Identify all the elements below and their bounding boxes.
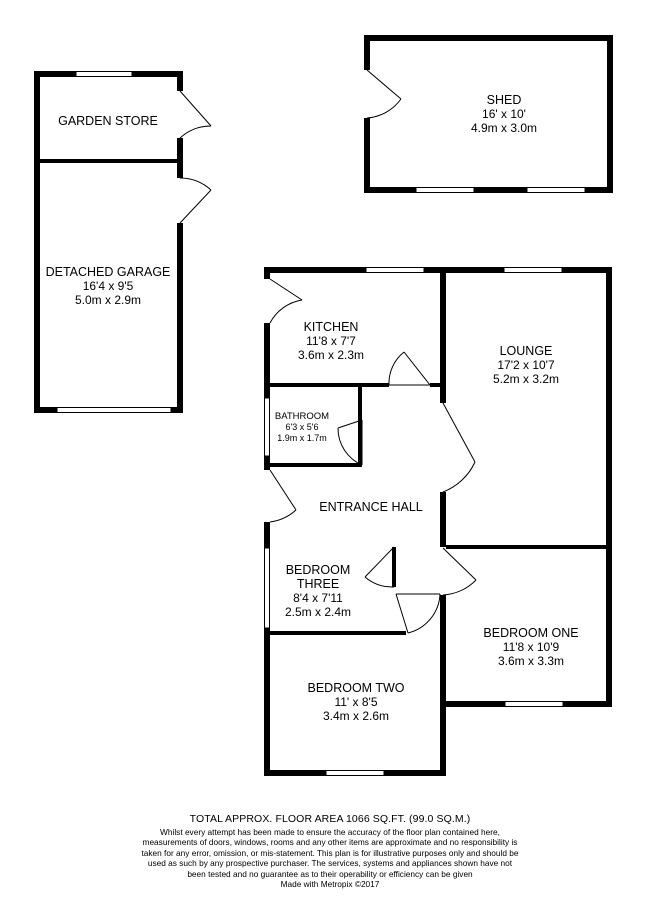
room-name: ENTRANCE HALL: [319, 500, 423, 514]
room-dim-imperial: 8'4 x 7'11: [293, 591, 343, 605]
shed-door: [366, 69, 402, 119]
room-name: BEDROOM ONE: [483, 626, 578, 640]
room-label-shed: SHED 16' x 10' 4.9m x 3.0m: [471, 93, 537, 135]
room-dim-metric: 5.0m x 2.9m: [75, 293, 141, 307]
room-name: DETACHED GARAGE: [46, 265, 171, 279]
room-label-bedroom-two: BEDROOM TWO 11' x 8'5 3.4m x 2.6m: [308, 681, 405, 723]
room-name: GARDEN STORE: [58, 114, 158, 128]
shed-windows: [415, 187, 586, 193]
room-dim-metric: 5.2m x 3.2m: [493, 372, 559, 386]
room-label-lounge: LOUNGE 17'2 x 10'7 5.2m x 3.2m: [493, 344, 559, 386]
room-dim-metric: 3.6m x 3.3m: [498, 654, 564, 668]
room-name: SHED: [487, 93, 522, 107]
made-with-credit: Made with Metropix ©2017: [280, 879, 380, 890]
room-dim-imperial: 17'2 x 10'7: [497, 358, 555, 372]
room-dim-metric: 3.4m x 2.6m: [323, 709, 389, 723]
room-label-garage: DETACHED GARAGE 16'4 x 9'5 5.0m x 2.9m: [46, 265, 171, 307]
room-name: BEDROOM: [286, 563, 351, 577]
outbuilding-doors: [179, 90, 212, 224]
floor-plan: GARDEN STORE SHED 16' x 10' 4.9m x 3.0m …: [34, 35, 613, 776]
room-label-entrance-hall: ENTRANCE HALL: [319, 500, 423, 514]
room-label-bathroom: BATHROOM 6'3 x 5'6 1.9m x 1.7m: [275, 411, 329, 443]
outbuilding-windows: [56, 71, 172, 413]
room-name: BATHROOM: [275, 411, 329, 422]
room-dim-metric: 3.6m x 2.3m: [298, 348, 364, 362]
room-dim-imperial: 11' x 8'5: [334, 695, 377, 709]
shed-walls: [364, 35, 613, 193]
room-label-bedroom-three: BEDROOM THREE 8'4 x 7'11 2.5m x 2.4m: [285, 563, 351, 619]
disclaimer: Whilst every attempt has been made to en…: [141, 827, 519, 879]
house-windows: [264, 267, 564, 776]
room-name: BEDROOM TWO: [308, 681, 405, 695]
footer: TOTAL APPROX. FLOOR AREA 1066 SQ.FT. (99…: [140, 813, 520, 889]
room-name: LOUNGE: [500, 344, 553, 358]
room-dim-metric: 2.5m x 2.4m: [285, 605, 351, 619]
room-dim-imperial: 11'8 x 7'7: [306, 334, 356, 348]
total-floor-area: TOTAL APPROX. FLOOR AREA 1066 SQ.FT. (99…: [189, 813, 471, 825]
room-label-bedroom-one: BEDROOM ONE 11'8 x 10'9 3.6m x 3.3m: [483, 626, 578, 668]
room-dim-imperial: 16'4 x 9'5: [83, 279, 134, 293]
room-name-line2: THREE: [297, 577, 339, 591]
room-dim-imperial: 6'3 x 5'6: [286, 422, 319, 432]
room-dim-metric: 1.9m x 1.7m: [277, 433, 327, 443]
house-doors: [269, 278, 477, 634]
room-dim-imperial: 16' x 10': [482, 107, 526, 121]
room-label-kitchen: KITCHEN 11'8 x 7'7 3.6m x 2.3m: [298, 320, 364, 362]
room-label-garden-store: GARDEN STORE: [58, 114, 158, 128]
room-name: KITCHEN: [304, 320, 359, 334]
room-dim-metric: 4.9m x 3.0m: [471, 121, 537, 135]
room-dim-imperial: 11'8 x 10'9: [503, 640, 560, 654]
